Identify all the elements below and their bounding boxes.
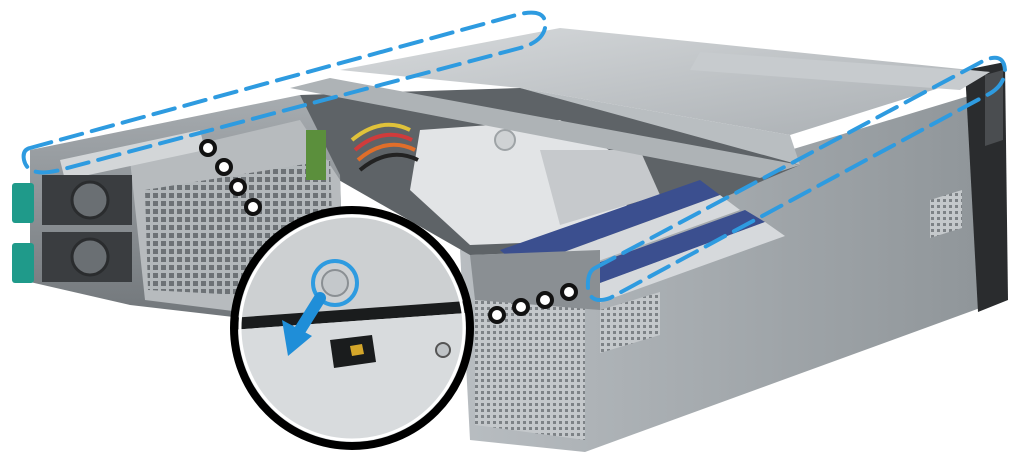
screw-highlight-ring (311, 259, 359, 307)
dotted-leader-icon (488, 283, 578, 324)
cross-brace (290, 78, 800, 178)
callout-ring (230, 206, 474, 450)
down-arrow-icon (282, 292, 326, 356)
psu-handle (12, 243, 34, 283)
psu-handle (12, 183, 34, 223)
chassis-body (12, 28, 1008, 452)
top-cover (340, 28, 990, 135)
power-supply-units (12, 175, 132, 283)
side-vent (600, 292, 660, 353)
screw-icon (321, 269, 349, 297)
power-cables (350, 122, 419, 172)
magnified-callout (230, 206, 474, 450)
rear-edge-highlight (21, 10, 548, 175)
side-edge-highlight (585, 55, 1008, 302)
screw-icon (435, 342, 451, 358)
dotted-leader-icon (199, 139, 262, 216)
callout-gap (234, 300, 470, 330)
